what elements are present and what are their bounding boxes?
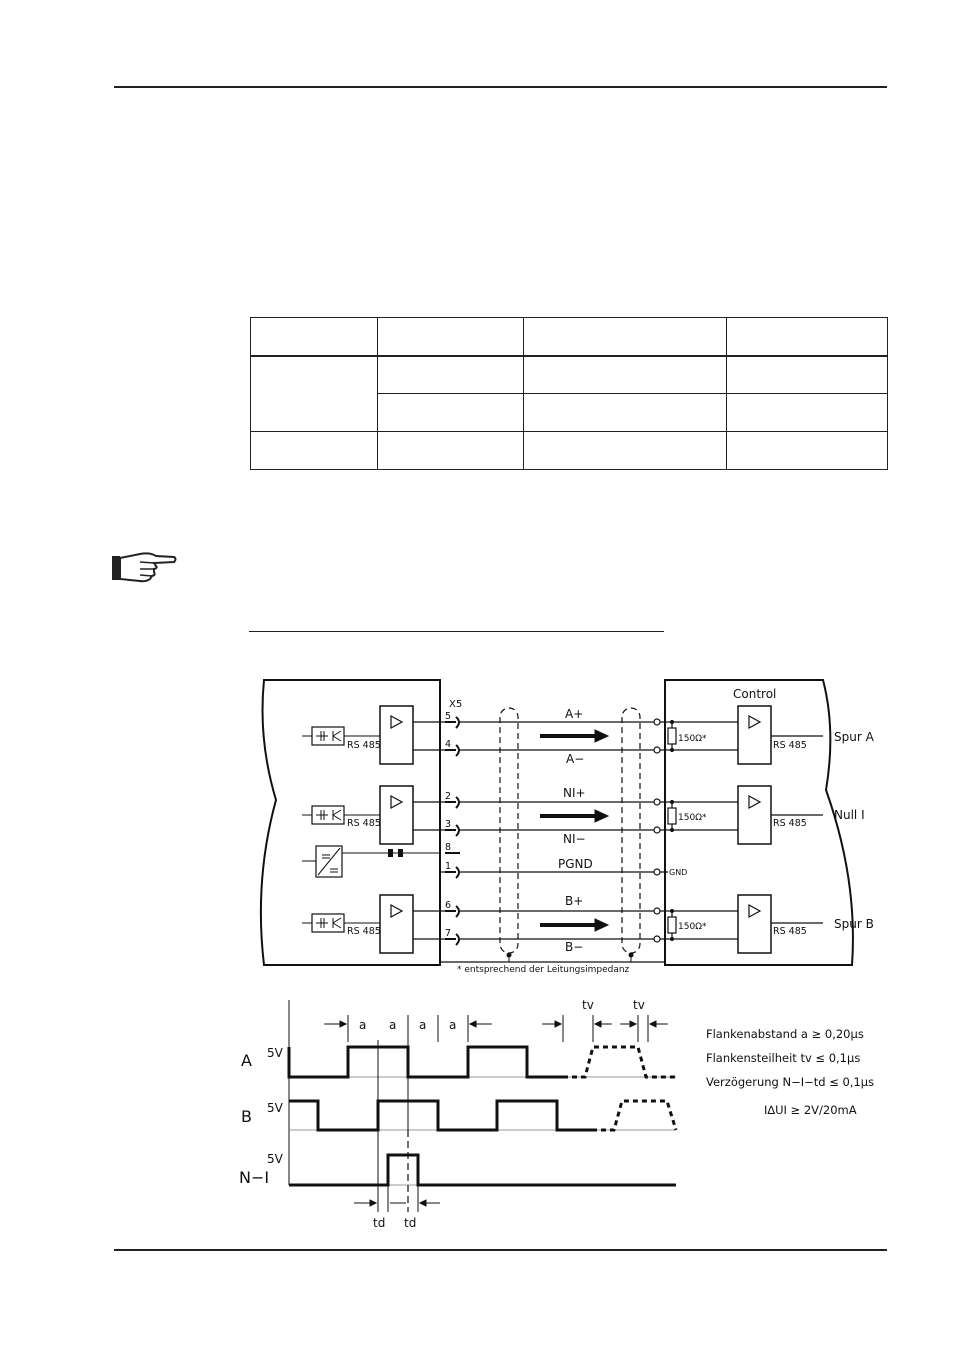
- pin-label: 8: [445, 842, 451, 853]
- amplifier-icon: [379, 785, 414, 845]
- spec-line: Flankenabstand a ≥ 0,20µs: [706, 1027, 864, 1041]
- signal-label: PGND: [558, 857, 593, 871]
- amplifier-icon: [379, 705, 414, 765]
- resistor-label: 150Ω*: [678, 734, 707, 744]
- level-label: 5V: [267, 1046, 284, 1060]
- header-rule: [114, 86, 887, 88]
- resistor-label: 150Ω*: [678, 922, 707, 932]
- signal-label: B−: [565, 940, 583, 954]
- signal-label: B+: [565, 894, 583, 908]
- spacing-label: a: [389, 1018, 396, 1032]
- table-cell: [726, 317, 888, 357]
- table-cell: [250, 431, 378, 470]
- table-row: [251, 393, 888, 432]
- receiver-label: RS 485: [773, 740, 807, 751]
- spacing-label: a: [359, 1018, 366, 1032]
- drive-box: [259, 679, 441, 966]
- output-label-n: Null I: [834, 808, 865, 822]
- trace-label-n: N−I: [239, 1168, 269, 1187]
- resistor-icon: [667, 807, 677, 825]
- pointing-hand-icon: [112, 552, 177, 583]
- receiver-label: RS 485: [773, 818, 807, 829]
- trace-label-b: B: [241, 1107, 252, 1126]
- receiver-label: RS 485: [347, 818, 381, 829]
- rise-label: tv: [582, 998, 594, 1012]
- delay-label: td: [373, 1216, 385, 1230]
- table-cell: [726, 355, 888, 394]
- table-cell: [523, 431, 727, 470]
- table-cell: [250, 317, 378, 357]
- control-label: Control: [733, 687, 776, 701]
- resistor-icon: [667, 727, 677, 745]
- spec-table: [250, 317, 888, 470]
- spacing-label: a: [419, 1018, 426, 1032]
- table-cell: [726, 393, 888, 432]
- section-title-underline: [249, 631, 664, 632]
- gnd-label: GND: [669, 868, 687, 877]
- pin-label: 3: [445, 819, 451, 830]
- amplifier-icon: [737, 894, 772, 954]
- spec-line: Flankensteilheit tv ≤ 0,1µs: [706, 1051, 860, 1065]
- trace-a: [287, 1045, 563, 1079]
- spacing-label: a: [449, 1018, 456, 1032]
- output-label-b: Spur B: [834, 917, 874, 931]
- spec-line: Verzögerung N−I−td ≤ 0,1µs: [706, 1075, 874, 1089]
- table-cell: [377, 393, 524, 432]
- trace-n: [289, 1153, 676, 1187]
- output-label-a: Spur A: [834, 730, 875, 744]
- signal-label: A−: [566, 752, 584, 766]
- footer-rule: [114, 1249, 887, 1251]
- level-label: 5V: [267, 1101, 284, 1115]
- signal-label: NI−: [563, 832, 586, 846]
- trace-label-a: A: [241, 1051, 252, 1070]
- pin-label: 1: [445, 861, 451, 872]
- table-row: [250, 431, 888, 470]
- signal-label: NI+: [563, 786, 586, 800]
- receiver-label: RS 485: [347, 740, 381, 751]
- pin-label: 7: [445, 928, 451, 939]
- table-cell: [523, 317, 727, 357]
- amplifier-icon: [737, 785, 772, 845]
- spec-line: I∆UI ≥ 2V/20mA: [764, 1103, 857, 1117]
- control-box: [664, 679, 854, 966]
- table-cell: [726, 431, 888, 470]
- trace-b: [289, 1099, 592, 1132]
- connector-label: X5: [449, 699, 462, 710]
- amplifier-icon: [737, 705, 772, 765]
- signal-label: A+: [565, 707, 583, 721]
- pin-label: 6: [445, 900, 451, 911]
- level-label: 5V: [267, 1152, 284, 1166]
- pin-label: 4: [445, 739, 451, 750]
- rise-label: tv: [633, 998, 645, 1012]
- pin-label: 2: [445, 791, 451, 802]
- table-cell: [523, 355, 727, 394]
- resistor-label: 150Ω*: [678, 813, 707, 823]
- resistor-icon: [667, 916, 677, 934]
- receiver-label: RS 485: [773, 926, 807, 937]
- table-header-row: [250, 317, 888, 357]
- amplifier-icon: [379, 894, 414, 954]
- delay-label: td: [404, 1216, 416, 1230]
- pin-label: 5: [445, 711, 451, 722]
- table-cell: [377, 431, 524, 470]
- footnote: * entsprechend der Leitungsimpedanz: [457, 965, 630, 975]
- receiver-label: RS 485: [347, 926, 381, 937]
